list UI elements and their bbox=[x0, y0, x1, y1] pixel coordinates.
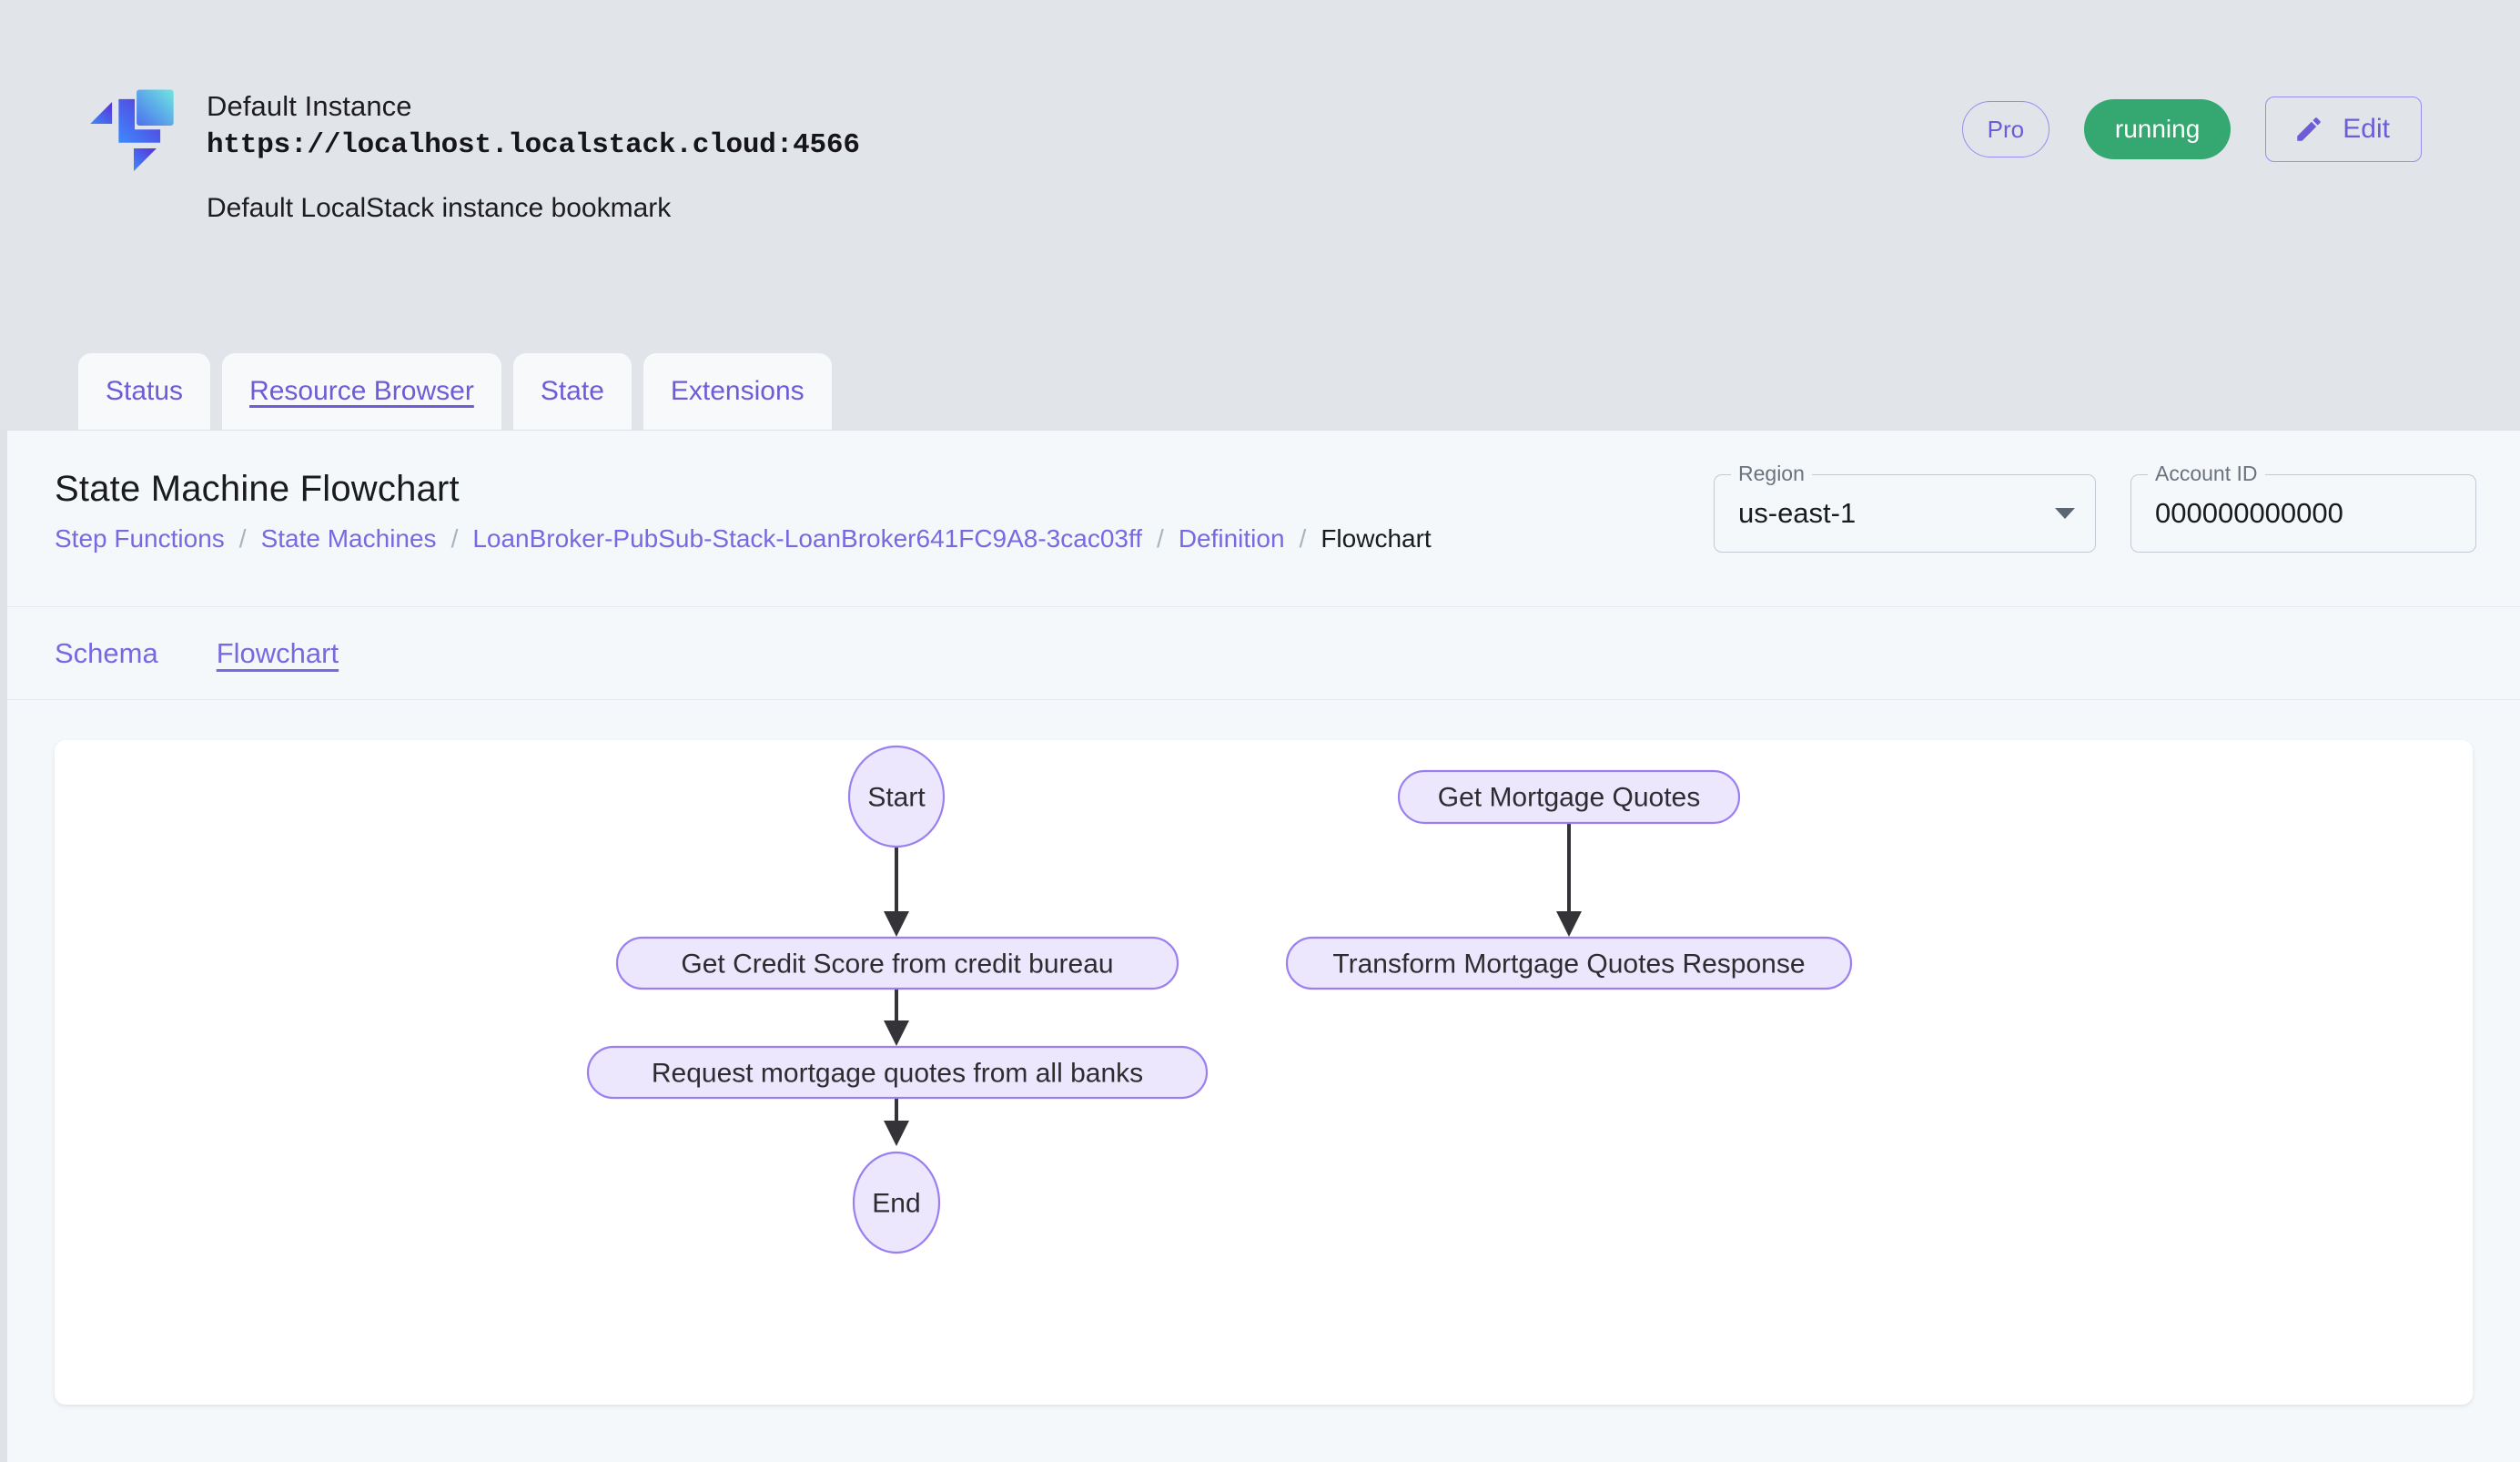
edge-request-to-end bbox=[884, 1098, 909, 1146]
status-badge[interactable]: running bbox=[2083, 99, 2232, 159]
pro-badge[interactable]: Pro bbox=[1961, 101, 2049, 157]
flow-node-credit-score[interactable]: Get Credit Score from credit bureau bbox=[615, 936, 1179, 990]
flow-node-request-quotes-label: Request mortgage quotes from all banks bbox=[652, 1059, 1143, 1089]
sub-tab-flowchart[interactable]: Flowchart bbox=[216, 636, 339, 669]
tab-resource-browser[interactable]: Resource Browser bbox=[222, 353, 501, 430]
content-panel: State Machine Flowchart Step Functions /… bbox=[7, 430, 2520, 1462]
flow-node-request-quotes[interactable]: Request mortgage quotes from all banks bbox=[586, 1045, 1209, 1100]
flow-node-end[interactable]: End bbox=[852, 1151, 941, 1254]
edge-credit-to-request bbox=[884, 989, 909, 1046]
flow-node-end-label: End bbox=[872, 1189, 920, 1219]
tab-status[interactable]: Status bbox=[78, 353, 211, 430]
flow-node-credit-score-label: Get Credit Score from credit bureau bbox=[681, 949, 1113, 980]
breadcrumb-separator: / bbox=[1157, 524, 1164, 553]
edit-button[interactable]: Edit bbox=[2265, 96, 2422, 162]
edge-getquotes-to-transform bbox=[1556, 823, 1582, 937]
page-title: State Machine Flowchart bbox=[55, 469, 460, 509]
instance-actions: Pro running Edit bbox=[1961, 96, 2422, 162]
flow-node-get-mortgage-quotes-label: Get Mortgage Quotes bbox=[1438, 783, 1701, 813]
breadcrumb-item-flowchart: Flowchart bbox=[1321, 524, 1432, 553]
account-id-label: Account ID bbox=[2148, 463, 2265, 484]
filter-fields: Region us-east-1 Account ID 000000000000 bbox=[1714, 463, 2476, 553]
sub-tab-bar: Schema Flowchart bbox=[7, 607, 2520, 700]
sub-tab-schema[interactable]: Schema bbox=[55, 636, 158, 669]
breadcrumb-item-step-functions[interactable]: Step Functions bbox=[55, 524, 225, 553]
breadcrumb-separator: / bbox=[238, 524, 247, 553]
flowchart-canvas[interactable]: Start Get Credit Score from credit burea… bbox=[55, 740, 2473, 1405]
flow-node-transform-response-label: Transform Mortgage Quotes Response bbox=[1332, 949, 1805, 980]
breadcrumb-separator: / bbox=[1299, 524, 1307, 553]
region-label: Region bbox=[1731, 463, 1812, 484]
account-id-field[interactable]: Account ID 000000000000 bbox=[2130, 463, 2476, 553]
flow-node-start[interactable]: Start bbox=[847, 745, 946, 848]
flowchart-diagram: Start Get Credit Score from credit burea… bbox=[586, 745, 1853, 1254]
breadcrumb: Step Functions / State Machines / LoanBr… bbox=[55, 524, 1432, 553]
breadcrumb-separator: / bbox=[450, 524, 459, 553]
flow-node-start-label: Start bbox=[867, 783, 926, 813]
page-header: State Machine Flowchart Step Functions /… bbox=[7, 431, 2520, 607]
tab-state[interactable]: State bbox=[512, 353, 632, 430]
edge-start-to-credit bbox=[884, 847, 909, 937]
pencil-icon bbox=[2297, 117, 2322, 141]
localstack-logo-icon bbox=[90, 89, 174, 171]
region-select[interactable]: Region us-east-1 bbox=[1714, 463, 2096, 553]
breadcrumb-item-state-machine-name[interactable]: LoanBroker-PubSub-Stack-LoanBroker641FC9… bbox=[472, 524, 1143, 553]
chevron-down-icon bbox=[2055, 508, 2075, 519]
edit-button-label: Edit bbox=[2343, 114, 2390, 144]
instance-description: Default LocalStack instance bookmark bbox=[207, 192, 672, 223]
instance-identity: Default Instance https://localhost.local… bbox=[86, 77, 860, 224]
tab-extensions[interactable]: Extensions bbox=[643, 353, 832, 430]
region-value: us-east-1 bbox=[1738, 497, 1857, 529]
breadcrumb-item-definition[interactable]: Definition bbox=[1178, 524, 1285, 553]
flow-node-get-mortgage-quotes[interactable]: Get Mortgage Quotes bbox=[1397, 769, 1741, 825]
instance-tab-bar: Status Resource Browser State Extensions bbox=[78, 353, 832, 430]
instance-header: Default Instance https://localhost.local… bbox=[0, 0, 2520, 430]
breadcrumb-item-state-machines[interactable]: State Machines bbox=[260, 524, 437, 553]
instance-url: https://localhost.localstack.cloud:4566 bbox=[207, 128, 860, 161]
flow-node-transform-response[interactable]: Transform Mortgage Quotes Response bbox=[1285, 936, 1853, 990]
account-id-value: 000000000000 bbox=[2155, 497, 2343, 529]
instance-title: Default Instance bbox=[207, 90, 412, 122]
